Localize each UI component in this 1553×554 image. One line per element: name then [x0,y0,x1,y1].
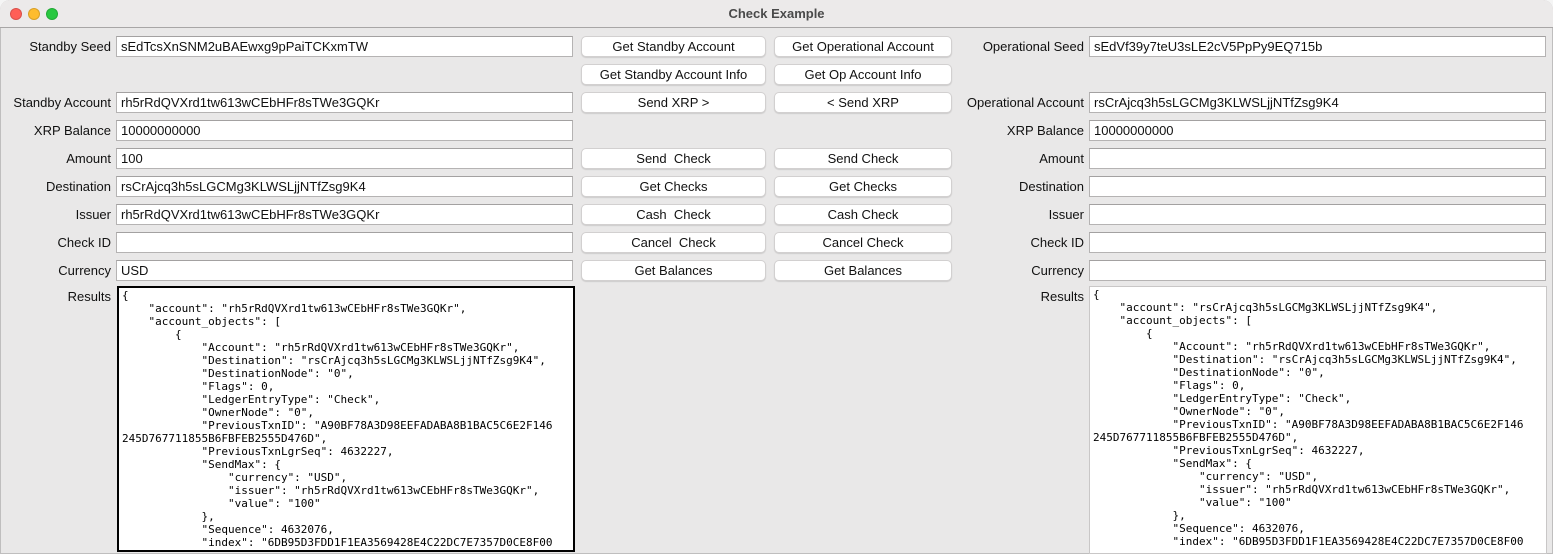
standby-send-check-button[interactable]: Send Check [581,148,766,169]
standby-currency-label: Currency [58,263,111,278]
standby-seed-label: Standby Seed [29,39,111,54]
get-operational-account-button[interactable]: Get Operational Account [774,36,952,57]
standby-seed-input[interactable] [116,36,573,57]
send-xrp-left-button[interactable]: < Send XRP [774,92,952,113]
send-xrp-right-button[interactable]: Send XRP > [581,92,766,113]
operational-results-textarea[interactable] [1089,286,1547,554]
standby-results-label: Results [67,289,111,304]
operational-check-id-input[interactable] [1089,232,1546,253]
standby-amount-input[interactable] [116,148,573,169]
standby-account-input[interactable] [116,92,573,113]
operational-xrp-balance-input[interactable] [1089,120,1546,141]
operational-amount-label: Amount [1039,151,1084,166]
operational-destination-label: Destination [1018,179,1084,194]
standby-get-balances-button[interactable]: Get Balances [581,260,766,281]
window-title: Check Example [728,6,825,21]
operational-get-balances-button[interactable]: Get Balances [774,260,952,281]
operational-check-id-label: Check ID [1030,235,1084,250]
get-standby-account-info-button[interactable]: Get Standby Account Info [581,64,766,85]
standby-cancel-check-button[interactable]: Cancel Check [581,232,766,253]
close-window-button[interactable] [10,8,22,20]
standby-check-id-input[interactable] [116,232,573,253]
operational-account-label: Operational Account [966,95,1084,110]
standby-issuer-input[interactable] [116,204,573,225]
get-standby-account-button[interactable]: Get Standby Account [581,36,766,57]
get-op-account-info-button[interactable]: Get Op Account Info [774,64,952,85]
standby-xrp-balance-input[interactable] [116,120,573,141]
operational-send-check-button[interactable]: Send Check [774,148,952,169]
standby-get-checks-button[interactable]: Get Checks [581,176,766,197]
standby-amount-label: Amount [66,151,111,166]
operational-currency-input[interactable] [1089,260,1546,281]
standby-xrp-balance-label: XRP Balance [33,123,111,138]
operational-cancel-check-button[interactable]: Cancel Check [774,232,952,253]
minimize-window-button[interactable] [28,8,40,20]
standby-cash-check-button[interactable]: Cash Check [581,204,766,225]
operational-get-checks-button[interactable]: Get Checks [774,176,952,197]
standby-results-textarea[interactable] [117,286,575,552]
zoom-window-button[interactable] [46,8,58,20]
standby-check-id-label: Check ID [57,235,111,250]
operational-seed-input[interactable] [1089,36,1546,57]
operational-cash-check-button[interactable]: Cash Check [774,204,952,225]
operational-issuer-label: Issuer [1048,207,1084,222]
standby-destination-label: Destination [45,179,111,194]
standby-currency-input[interactable] [116,260,573,281]
operational-account-input[interactable] [1089,92,1546,113]
operational-seed-label: Operational Seed [982,39,1084,54]
operational-destination-input[interactable] [1089,176,1546,197]
operational-results-label: Results [1040,289,1084,304]
operational-amount-input[interactable] [1089,148,1546,169]
standby-issuer-label: Issuer [75,207,111,222]
operational-issuer-input[interactable] [1089,204,1546,225]
title-bar: Check Example [0,0,1553,28]
standby-destination-input[interactable] [116,176,573,197]
operational-xrp-balance-label: XRP Balance [1006,123,1084,138]
operational-currency-label: Currency [1031,263,1084,278]
standby-account-label: Standby Account [13,95,111,110]
